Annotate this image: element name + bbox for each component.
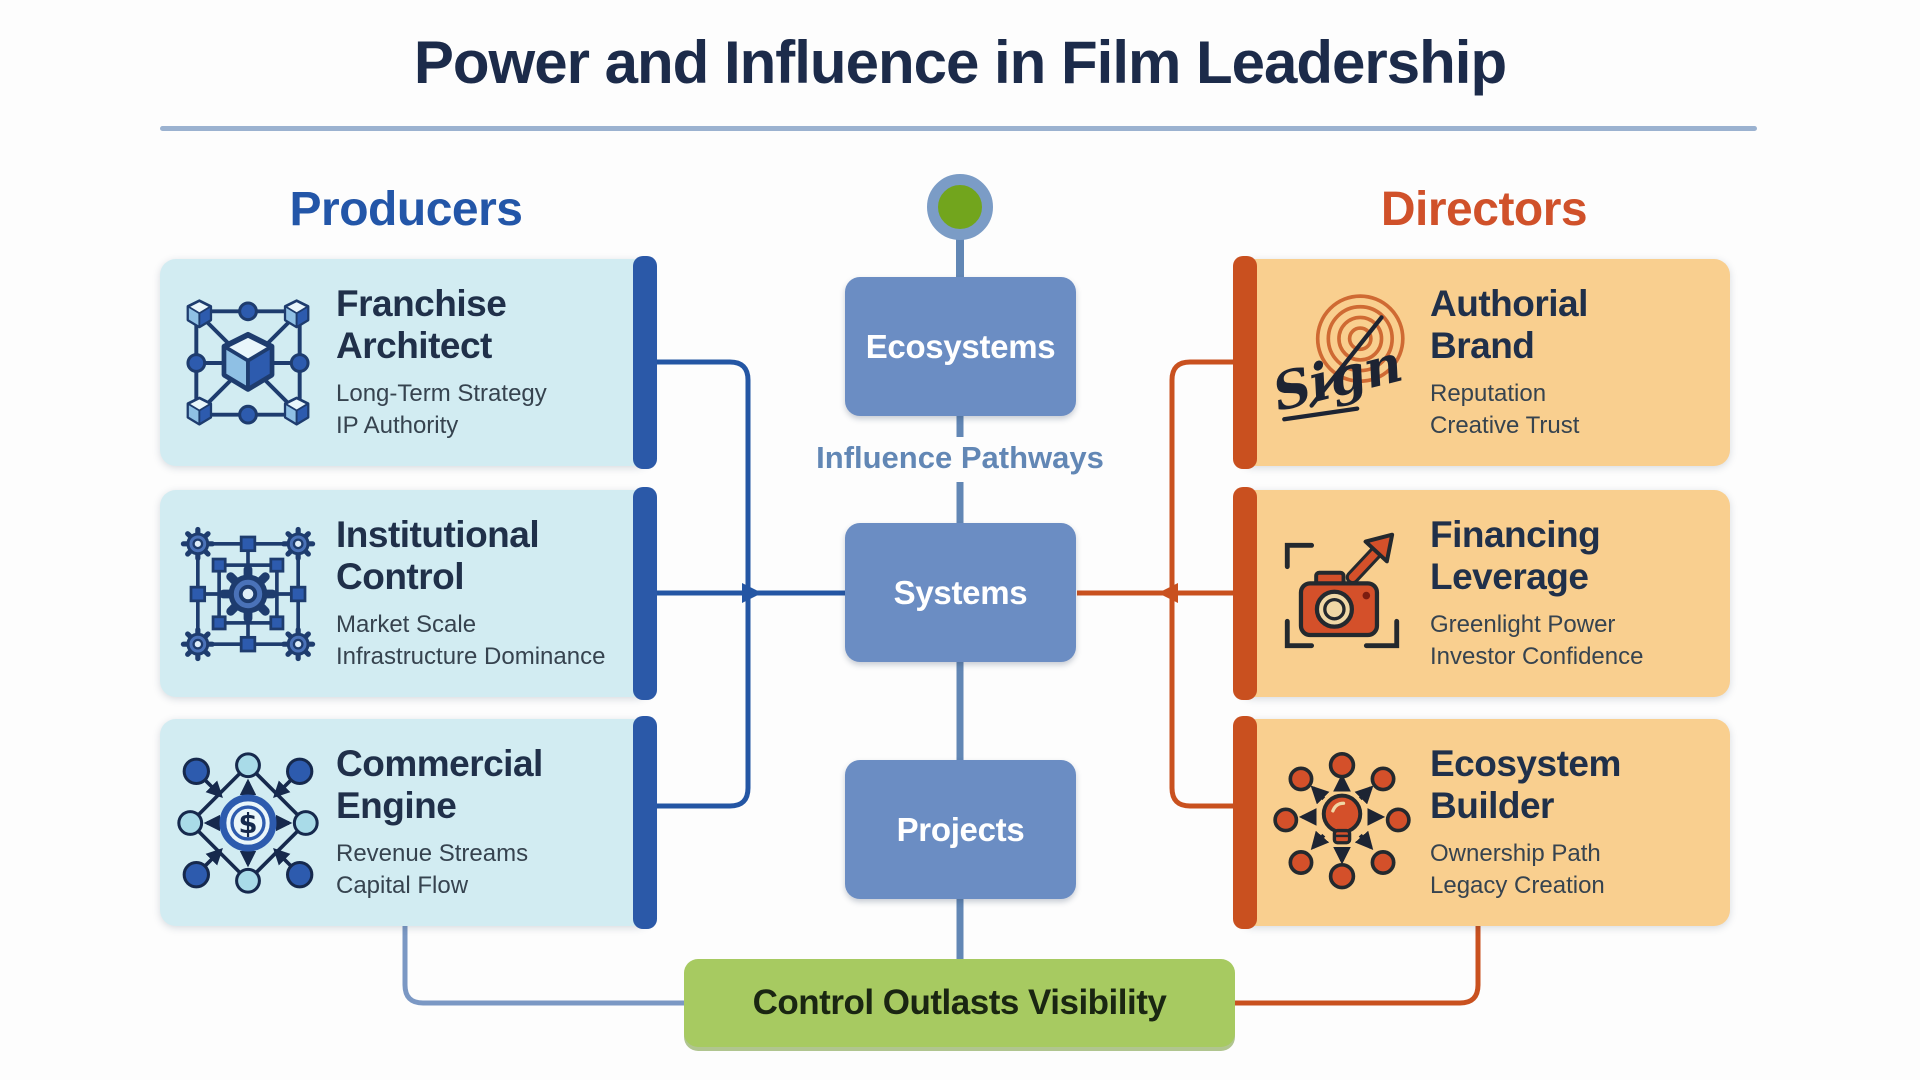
svg-text:$: $ — [238, 808, 257, 839]
producers-arrowhead — [742, 583, 762, 603]
producers-heading: Producers — [289, 183, 523, 236]
card-accent-bar — [633, 256, 657, 469]
card-title: Financing Leverage — [1430, 513, 1601, 597]
card-financing-leverage: Financing Leverage Greenlight Power Inve… — [1233, 487, 1730, 700]
title-divider — [160, 126, 1757, 131]
card-subtitle: Investor Confidence — [1430, 643, 1644, 671]
card-subtitle: Legacy Creation — [1430, 872, 1605, 900]
card-accent-bar — [1233, 256, 1257, 469]
card-subtitle: IP Authority — [336, 412, 459, 440]
card-subtitle: Infrastructure Dominance — [336, 643, 606, 671]
card-text: Franchise Architect Long-Term Strategy I… — [336, 283, 652, 442]
card-text: Commercial Engine Revenue Streams Capita… — [336, 743, 652, 902]
card-accent-bar — [1233, 716, 1257, 929]
camera-growth-icon — [1254, 509, 1430, 679]
card-text: Financing Leverage Greenlight Power Inve… — [1430, 514, 1730, 673]
node-systems: Systems — [845, 523, 1076, 662]
card-subtitle: Reputation — [1430, 380, 1547, 408]
card-accent-bar — [633, 487, 657, 700]
pathway-start-dot — [927, 174, 993, 240]
card-accent-bar — [633, 716, 657, 929]
signature-icon: Sign — [1254, 278, 1430, 448]
card-ecosystem-builder: Ecosystem Builder Ownership Path Legacy … — [1233, 716, 1730, 929]
card-accent-bar — [1233, 487, 1257, 700]
footer-banner: Control Outlasts Visibility — [684, 959, 1235, 1047]
idea-network-icon — [1254, 738, 1430, 908]
card-subtitle: Revenue Streams — [336, 840, 529, 868]
card-subtitle: Creative Trust — [1430, 412, 1580, 440]
card-subtitle: Capital Flow — [336, 872, 469, 900]
influence-pathways-label: Influence Pathways — [816, 440, 1104, 475]
card-text: Ecosystem Builder Ownership Path Legacy … — [1430, 743, 1730, 902]
card-franchise-architect: Franchise Architect Long-Term Strategy I… — [160, 256, 657, 469]
card-text: Institutional Control Market Scale Infra… — [336, 514, 652, 673]
page-title: Power and Influence in Film Leadership — [413, 29, 1507, 96]
card-title: Commercial Engine — [336, 742, 543, 826]
card-commercial-engine: $ Commercial Engine Revenue Streams Capi… — [160, 716, 657, 929]
card-institutional-control: Institutional Control Market Scale Infra… — [160, 487, 657, 700]
card-title: Franchise Architect — [336, 282, 507, 366]
card-title: Institutional Control — [336, 513, 540, 597]
card-subtitle: Greenlight Power — [1430, 611, 1616, 639]
card-text: Authorial Brand Reputation Creative Trus… — [1430, 283, 1730, 442]
node-projects: Projects — [845, 760, 1076, 899]
commercial-engine-to-footer-line — [402, 923, 684, 1006]
card-title: Ecosystem Builder — [1430, 742, 1621, 826]
card-authorial-brand: Sign Authorial Brand Reputation Creative… — [1233, 256, 1730, 469]
directors-arrowhead — [1158, 583, 1178, 603]
card-subtitle: Long-Term Strategy — [336, 380, 547, 408]
card-subtitle: Market Scale — [336, 611, 477, 639]
dollar-network-icon: $ — [160, 738, 336, 908]
directors-bracket-line — [1169, 359, 1241, 809]
cube-network-icon — [160, 278, 336, 448]
ecosystem-builder-to-footer-line — [1235, 923, 1481, 1006]
directors-heading: Directors — [1380, 183, 1588, 236]
gear-grid-icon — [160, 509, 336, 679]
card-title: Authorial Brand — [1430, 282, 1588, 366]
node-ecosystems: Ecosystems — [845, 277, 1076, 416]
producers-bracket-line — [649, 359, 751, 809]
card-subtitle: Ownership Path — [1430, 840, 1601, 868]
